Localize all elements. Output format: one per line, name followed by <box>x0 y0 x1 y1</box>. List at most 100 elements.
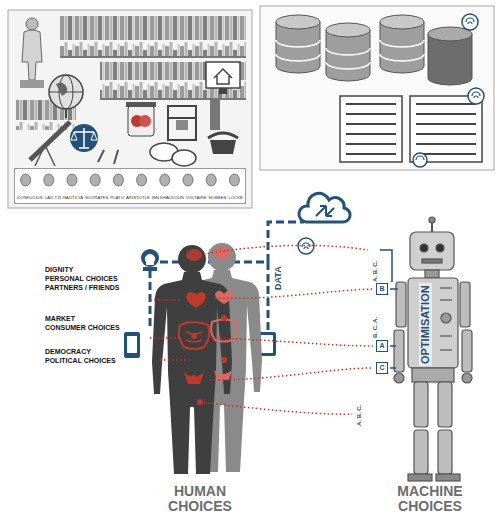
category-heading: DIGNITY <box>45 266 73 274</box>
choice-box: C <box>376 362 388 374</box>
robot-part <box>462 330 472 372</box>
choice-leaders <box>150 245 373 414</box>
library-panel-part <box>172 150 196 166</box>
library-panel-part <box>210 100 220 130</box>
library-panel-part <box>8 10 252 208</box>
data-center-panel-part-part <box>346 133 396 135</box>
data-center-panel-part-part <box>326 30 370 81</box>
cloud-icon <box>298 193 350 254</box>
robot-part <box>436 474 460 481</box>
human-figures-part <box>179 247 237 405</box>
philosopher-name: HOBBES <box>209 196 227 201</box>
library-panel-part <box>98 150 118 164</box>
option-letters: B. C. A. <box>372 317 379 338</box>
robot-part <box>394 330 404 372</box>
choice-box: B <box>376 283 388 295</box>
robot-part <box>441 313 451 323</box>
data-center-panel-part <box>413 14 484 167</box>
data-center-panel-part-part <box>346 103 396 105</box>
choice-letter: C <box>377 363 387 373</box>
robot-part <box>425 270 439 278</box>
library-panel-part-part <box>137 174 147 186</box>
human-choices-title: HUMAN CHOICES <box>155 484 245 514</box>
philosopher-name: SOCRATES <box>85 196 108 201</box>
data-center-panel-part <box>260 6 494 170</box>
library-panel-part <box>14 168 246 204</box>
library-panel-part <box>208 133 238 138</box>
library-panel-part <box>22 30 42 80</box>
philosopher-strip: CONFUCIUSLAO-TZIKAUTILYASOCRATESPLATOARI… <box>14 168 246 204</box>
library-panel-part <box>21 174 240 186</box>
robot-part <box>436 244 444 252</box>
data-center-panel-part-part <box>380 40 424 61</box>
data-center-panel-part-part <box>276 22 320 73</box>
robot-part <box>408 474 432 481</box>
library-panel-part <box>60 56 246 58</box>
philosopher-name: ARISTOTLE <box>126 196 150 201</box>
data-center-panel-part-part <box>468 88 484 104</box>
human-figures <box>152 243 262 474</box>
choice-leaders-part <box>200 245 368 255</box>
human-figures-part-part <box>208 243 236 271</box>
choice-leaders-part <box>212 338 373 346</box>
library-panel-part <box>128 106 154 136</box>
philosopher-name: KAUTILYA <box>63 196 83 201</box>
device-icons-part <box>124 332 140 358</box>
robot-part <box>414 382 428 427</box>
robot-part <box>440 335 452 336</box>
library-panel-part <box>56 82 67 96</box>
data-center-panel-part <box>416 18 480 160</box>
robot-part <box>438 430 452 474</box>
data-center-panel-part-part <box>416 156 424 160</box>
library-panel-part <box>20 80 44 88</box>
data-center-panel-part <box>346 104 476 154</box>
category-item: CONSUMER CHOICES <box>45 324 120 332</box>
library-panel-part-part <box>229 174 239 186</box>
library-panel-part <box>126 102 156 107</box>
data-center-panel-part <box>410 96 482 162</box>
device-icons-part <box>145 254 155 265</box>
library-panel-part <box>214 69 232 84</box>
data-center-panel-part-part <box>276 15 320 29</box>
device-icons-part <box>261 335 273 353</box>
data-center-panel-part-part <box>346 143 396 145</box>
library-panel-part <box>100 62 246 98</box>
data-center-panel-part <box>276 40 424 69</box>
robot-part <box>429 217 435 223</box>
library-panel-part <box>79 147 89 149</box>
data-center-panel-part <box>340 96 402 162</box>
data-center-panel-part-part <box>416 143 476 145</box>
choice-box: A <box>376 340 388 352</box>
data-center-panel-part-part <box>413 153 427 167</box>
device-icons-part <box>141 249 159 267</box>
library-panel-part <box>139 115 151 127</box>
philosopher-name: LOCKE <box>228 196 243 201</box>
data-center-panel-part-part <box>380 15 424 29</box>
choice-leaders-part <box>210 368 373 380</box>
library-panel-part <box>71 132 97 140</box>
data-center-panel-part-part <box>326 48 370 69</box>
robot-part <box>440 349 452 350</box>
optimisation-label: OPTIMISATION <box>419 283 432 366</box>
library-panel-part <box>168 117 196 119</box>
library-panel-part <box>49 75 83 109</box>
library-panel-part-part <box>183 174 193 186</box>
cloud-icon-part <box>299 193 350 222</box>
library-panel-part <box>206 62 240 88</box>
library-panel-part <box>83 128 85 148</box>
data-center-panel-part-part <box>326 23 370 37</box>
human-figures-part-part <box>191 293 197 299</box>
human-figures-part-part <box>152 272 232 474</box>
robot-part <box>440 287 452 288</box>
data-center-panel-part-part <box>416 123 476 125</box>
human-figures-part-part <box>191 375 197 381</box>
data-center-panel-part-part <box>346 113 396 115</box>
robot-part <box>394 373 404 383</box>
data-center-panel-part-part <box>472 92 480 98</box>
robot-part <box>462 373 472 383</box>
robot-wires-part <box>390 345 396 347</box>
library-panel-part-part <box>21 174 31 186</box>
robot-wires-part <box>390 367 396 369</box>
library-panel-part <box>35 145 45 166</box>
